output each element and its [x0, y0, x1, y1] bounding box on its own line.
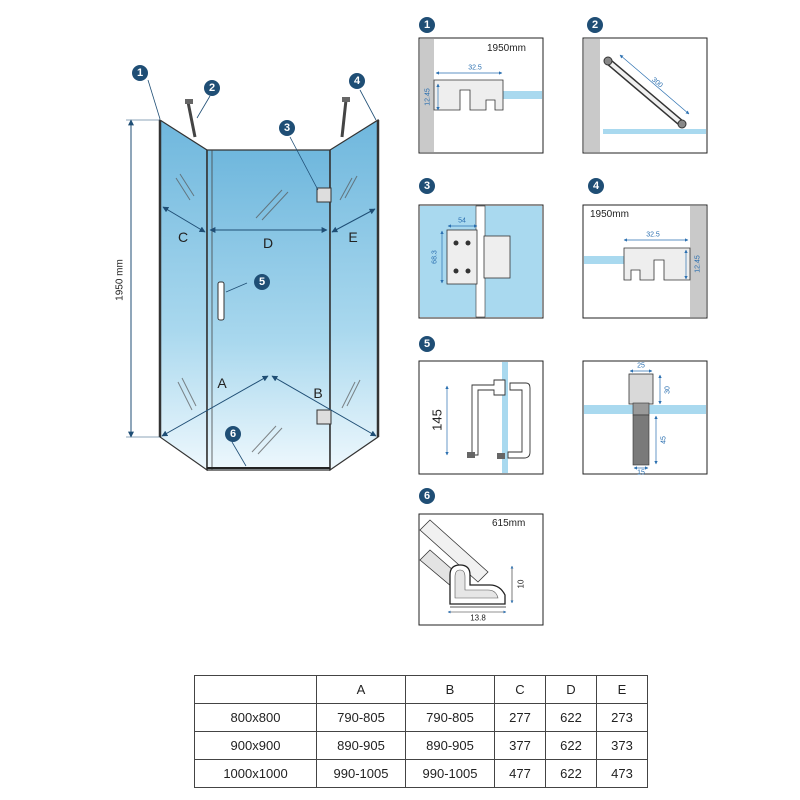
table-cell: 800x800: [194, 703, 317, 732]
detail-5-knob-bottom: 15: [637, 470, 645, 477]
table-header-cell: [194, 675, 317, 704]
detail-1-width: 32.5: [468, 65, 482, 72]
detail-5-number: 5: [419, 336, 435, 352]
support-bar-left: [186, 101, 197, 138]
table-cell: 622: [545, 759, 597, 788]
table-cell: 477: [494, 759, 546, 788]
detail-4-width: 32.5: [646, 232, 660, 239]
main-markers: 1 2 3 4 5 6: [132, 65, 377, 467]
marker-2: 2: [204, 80, 220, 96]
detail-5-knob-lower: 45: [661, 436, 668, 444]
detail-3-number: 3: [419, 178, 435, 194]
marker-6: 6: [225, 426, 241, 442]
table-row: 900x900 890-905 890-905 377 622 373: [194, 731, 648, 760]
hinge-top: [316, 187, 332, 203]
label-e: E: [348, 229, 357, 245]
table-row: 800x800 790-805 790-805 277 622 273: [194, 703, 648, 732]
detail-1-length: 1950mm: [487, 43, 526, 54]
detail-4-height: 12.45: [695, 255, 702, 273]
height-dimension: 1950 mm: [115, 119, 160, 438]
detail-5-knob-upper: 30: [665, 386, 672, 394]
detail-5-knob: 25 30 45 15: [582, 360, 708, 477]
detail-3: 3 54 68.3: [418, 178, 544, 319]
detail-5: 5 145: [418, 336, 544, 475]
table-cell: 890-905: [405, 731, 495, 760]
label-a: A: [217, 375, 227, 391]
table-cell: 900x900: [194, 731, 317, 760]
detail-1-number: 1: [419, 17, 435, 33]
table-header-cell: A: [316, 675, 406, 704]
table-cell: 473: [596, 759, 648, 788]
svg-text:1: 1: [424, 19, 430, 31]
hinge-bottom: [316, 409, 332, 425]
marker-4: 4: [349, 73, 365, 89]
height-label: 1950 mm: [115, 259, 126, 301]
marker-3: 3: [279, 120, 295, 136]
table-header-cell: E: [596, 675, 648, 704]
label-b: B: [313, 385, 322, 401]
label-d: D: [263, 235, 273, 251]
detail-4-length: 1950mm: [590, 209, 629, 220]
detail-1-height: 12.45: [425, 88, 432, 106]
table-cell: 277: [494, 703, 546, 732]
door-panel: [206, 149, 331, 471]
svg-text:6: 6: [424, 490, 430, 502]
width-dimensions: C D E A B: [161, 206, 377, 437]
detail-6-height: 10: [517, 579, 526, 588]
table-cell: 1000x1000: [194, 759, 317, 788]
table-row: 1000x1000 990-1005 990-1005 477 622 473: [194, 759, 648, 788]
detail-4-number: 4: [588, 178, 604, 194]
table-cell: 622: [545, 731, 597, 760]
table-header-cell: C: [494, 675, 546, 704]
table-cell: 890-905: [316, 731, 406, 760]
detail-1: 1 32.5 12.45 1950mm: [418, 17, 544, 154]
left-side-panel: [159, 118, 208, 472]
svg-text:2: 2: [209, 82, 215, 94]
marker-1: 1: [132, 65, 148, 81]
detail-4: 4 32.5 12.45 1950mm: [582, 178, 708, 319]
door-handle: [217, 281, 225, 321]
svg-text:4: 4: [593, 180, 600, 192]
svg-text:4: 4: [354, 75, 361, 87]
detail-3-height: 68.3: [432, 250, 439, 264]
support-bar-right: [340, 99, 348, 138]
svg-text:2: 2: [592, 19, 598, 31]
svg-text:3: 3: [424, 180, 430, 192]
table-cell: 622: [545, 703, 597, 732]
table-header-cell: B: [405, 675, 495, 704]
label-c: C: [178, 229, 188, 245]
table-header-cell: D: [545, 675, 597, 704]
detail-5-dim: 145: [430, 409, 445, 431]
detail-3-width: 54: [458, 218, 466, 225]
table-cell: 990-1005: [405, 759, 495, 788]
table-cell: 790-805: [405, 703, 495, 732]
table-cell: 273: [596, 703, 648, 732]
detail-2-number: 2: [587, 17, 603, 33]
svg-text:6: 6: [230, 428, 236, 440]
svg-text:5: 5: [259, 276, 265, 288]
table-cell: 790-805: [316, 703, 406, 732]
detail-2: 2 300: [582, 17, 708, 154]
detail-6: 6 13.8 10 615mm: [418, 488, 544, 626]
detail-5-knob-top: 25: [637, 363, 645, 370]
marker-5: 5: [254, 274, 270, 290]
table-cell: 990-1005: [316, 759, 406, 788]
svg-text:1: 1: [137, 67, 143, 79]
detail-6-length: 615mm: [492, 518, 525, 529]
svg-text:5: 5: [424, 338, 430, 350]
detail-6-width: 13.8: [470, 614, 486, 623]
table-cell: 373: [596, 731, 648, 760]
size-table: A B C D E 800x800 790-805 790-805 277 62…: [194, 675, 648, 788]
table-header-row: A B C D E: [194, 675, 648, 704]
right-side-panel: [329, 118, 379, 472]
svg-text:3: 3: [284, 122, 290, 134]
detail-6-number: 6: [419, 488, 435, 504]
table-cell: 377: [494, 731, 546, 760]
